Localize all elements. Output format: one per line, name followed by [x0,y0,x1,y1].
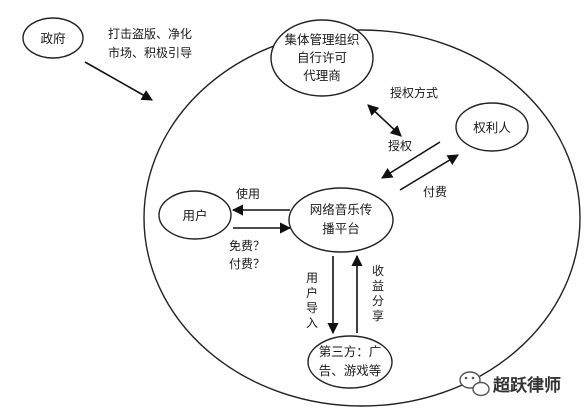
usage-label: 使用 [236,186,260,201]
government-label: 政府 [40,31,65,46]
free-label: 免费？ [229,238,265,253]
user-referral-char3: 导 [306,301,318,315]
payment-label: 付费 [423,185,447,199]
license-mode-label: 授权方式 [390,85,438,100]
platform-label-line2: 播平台 [322,221,360,236]
government-action-line1: 打击盗版、净化 [108,26,192,41]
watermark: 超跃律师 [459,371,561,397]
collective-platform-arrow [367,104,402,137]
user-referral-char2: 户 [306,285,318,300]
rights-holder-label: 权利人 [473,120,511,135]
user-referral-char4: 入 [306,316,318,330]
user-referral-char1: 用 [306,271,318,285]
paid-label: 付费？ [229,257,265,271]
platform-node [288,187,394,253]
government-arrow [84,61,153,101]
government-action-line2: 市场、积极引导 [108,45,192,60]
collective-label-line2: 自行许可 [297,50,347,65]
payment-arrow [399,154,459,191]
revenue-share-char1: 收 [372,264,384,278]
collective-node [270,19,374,97]
collective-label-line3: 代理商 [303,68,341,83]
revenue-share-char3: 分 [372,294,384,308]
user-node [158,190,232,240]
ecosystem-circle [143,29,581,407]
wechat-icon [459,371,490,397]
revenue-share-char2: 益 [372,279,384,293]
government-node [22,17,84,59]
rights-holder-node [455,102,529,152]
license-label: 授权 [388,138,412,153]
license-arrow [381,141,441,179]
platform-label-line1: 网络音乐传 [310,202,373,217]
third-party-label-line2: 告、游戏等 [319,363,382,378]
watermark-text: 超跃律师 [493,375,561,396]
revenue-share-char4: 享 [372,308,384,323]
third-party-label-line1: 第三方：广 [319,344,382,359]
user-label: 用户 [182,208,207,223]
collective-label-line1: 集体管理组织 [284,32,359,47]
third-party-node [307,335,393,389]
